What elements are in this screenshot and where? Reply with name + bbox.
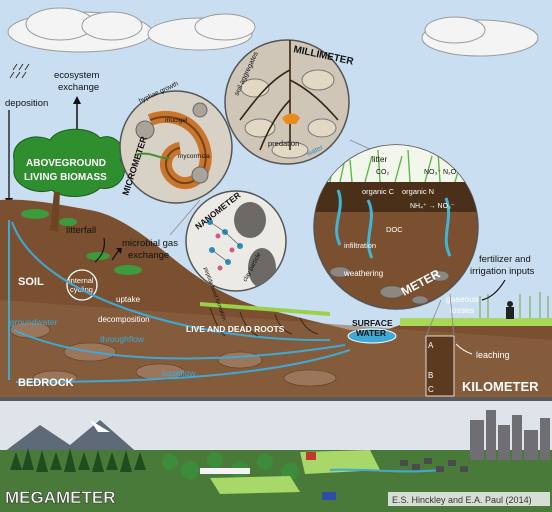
decomposition-label: decomposition bbox=[98, 315, 150, 324]
throughflow-label: throughflow bbox=[100, 334, 145, 344]
soil-label: SOIL bbox=[18, 276, 44, 288]
cloud-center bbox=[147, 13, 256, 51]
city-skyline bbox=[470, 410, 550, 460]
deposition-icon bbox=[9, 63, 30, 79]
aboveground-label-1: ABOVEGROUND bbox=[26, 158, 106, 169]
surface-water-label-2: WATER bbox=[356, 328, 386, 338]
kilometer-label: KILOMETER bbox=[462, 379, 539, 394]
bedrock-label: BEDROCK bbox=[18, 377, 74, 389]
mountains bbox=[0, 420, 140, 455]
farmer-icon bbox=[506, 301, 514, 319]
forest-trees bbox=[10, 448, 146, 472]
water-flow-arrows bbox=[8, 220, 351, 383]
deciduous-trees bbox=[162, 452, 299, 481]
root-network bbox=[209, 307, 319, 337]
zoom-connector-lines bbox=[169, 139, 455, 337]
mucigel-label: mucigel bbox=[165, 117, 188, 124]
baseflow-label: baseflow bbox=[162, 368, 196, 378]
suburb-houses bbox=[400, 458, 468, 472]
litterfall-arrow bbox=[94, 237, 105, 263]
crop-stalks bbox=[479, 292, 549, 318]
horizon-a: A bbox=[428, 341, 434, 350]
litterfall-label: litterfall bbox=[66, 225, 96, 236]
river bbox=[329, 468, 441, 473]
ecosystem-exchange-label-1: ecosystem bbox=[54, 70, 99, 81]
grass-strip bbox=[200, 302, 330, 316]
ecosystem-exchange-label-2: exchange bbox=[58, 82, 99, 93]
credit-box bbox=[388, 492, 550, 506]
gaseous-losses-label-1: gaseous bbox=[446, 294, 478, 304]
litter-label: litter bbox=[372, 155, 387, 164]
soil-pit bbox=[425, 335, 455, 397]
fertilizer-arrow bbox=[481, 279, 506, 301]
fertilizer-label-2: irrigation inputs bbox=[470, 266, 535, 277]
building-blue bbox=[322, 492, 336, 500]
aboveground-label-2: LIVING BIOMASS bbox=[24, 172, 107, 183]
tree-trunk bbox=[50, 192, 60, 232]
panel-divider bbox=[0, 397, 552, 401]
microbial-gas-label-1: microbial gas bbox=[122, 238, 178, 249]
cattle-herd bbox=[200, 468, 250, 474]
surface-water-label-1: SURFACE bbox=[352, 318, 393, 328]
farm-fields bbox=[210, 450, 380, 494]
cloud-right bbox=[421, 16, 539, 57]
roots-label: LIVE AND DEAD ROOTS bbox=[186, 324, 285, 334]
fertilizer-label-1: fertilizer and bbox=[479, 254, 531, 265]
organic-n-label: organic N bbox=[402, 187, 434, 196]
organic-c-label: organic C bbox=[362, 187, 395, 196]
no3-n2o-label: NO₃⁻ N₂O bbox=[424, 169, 457, 176]
gaseous-losses-label-2: losses bbox=[450, 305, 474, 315]
microbial-gas-label-2: exchange bbox=[128, 250, 169, 261]
groundwater-label: groundwater bbox=[10, 317, 57, 327]
weathering-label: weathering bbox=[343, 269, 383, 278]
barn-icon bbox=[306, 452, 316, 460]
aboveground-biomass-canopy bbox=[13, 128, 125, 197]
horizon-b: B bbox=[428, 371, 433, 380]
predation-label: predation bbox=[268, 139, 299, 148]
internal-cycling-loop bbox=[66, 269, 98, 301]
micrometer-bubble: mucigel hyphae growth mycorrhiza MICROME… bbox=[119, 80, 233, 204]
credit-text: E.S. Hinckley and E.A. Paul (2014) bbox=[392, 495, 532, 505]
infiltration-label: infiltration bbox=[344, 241, 376, 250]
megameter-label: MEGAMETER bbox=[5, 488, 116, 507]
leaching-arrow bbox=[455, 343, 473, 355]
bedrock-stones bbox=[9, 321, 337, 387]
slope-plants bbox=[21, 209, 142, 275]
co2-label: CO₂ bbox=[376, 169, 390, 176]
leaching-label: leaching bbox=[476, 350, 510, 360]
uptake-label: uptake bbox=[116, 295, 141, 304]
nh4-no3-label: NH₄⁺ → NO₃⁻ bbox=[410, 203, 455, 210]
internal-cycling-label-1: internal bbox=[69, 276, 94, 285]
millimeter-bubble: predation water soil aggregates MILLIMET… bbox=[224, 39, 355, 165]
surface-water-pool bbox=[347, 328, 397, 344]
doc-label: DOC bbox=[386, 225, 403, 234]
field-crops bbox=[400, 318, 552, 326]
horizon-c: C bbox=[428, 385, 434, 394]
mycorrhiza-label: mycorrhiza bbox=[178, 153, 210, 160]
deposition-label: deposition bbox=[5, 98, 48, 109]
microbial-gas-arrow bbox=[111, 248, 122, 261]
